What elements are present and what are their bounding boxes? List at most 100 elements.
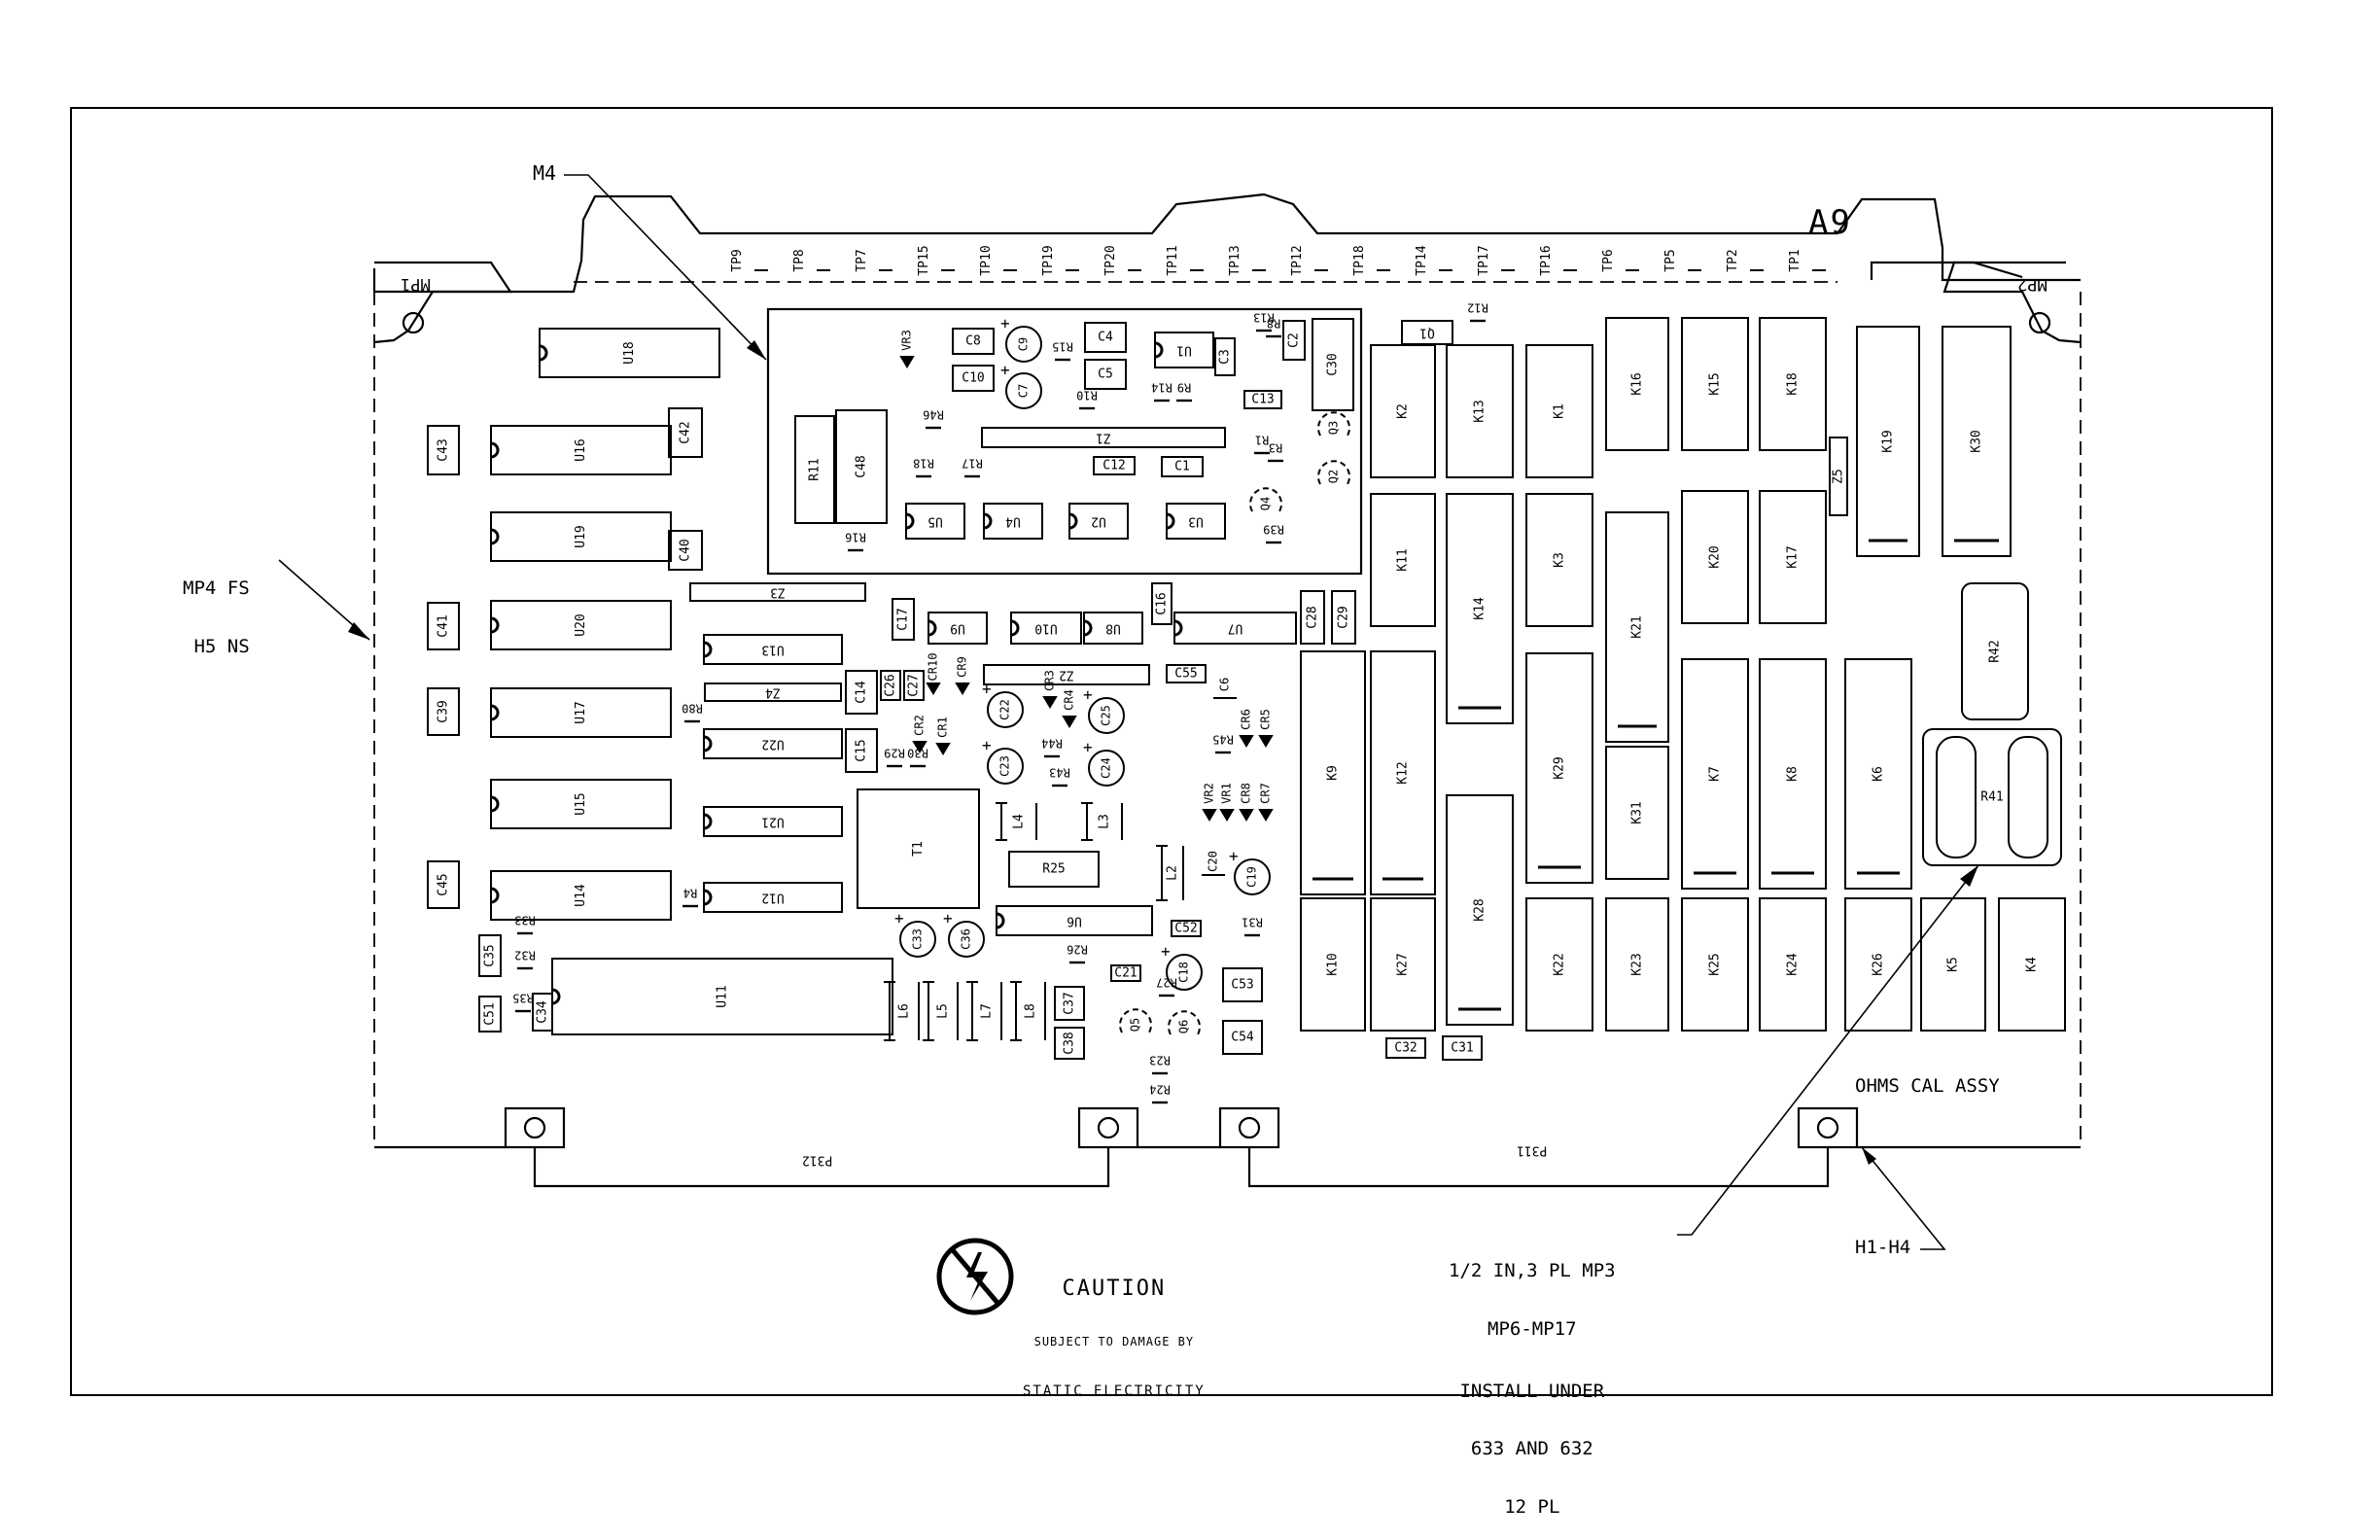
resistor-label-r13: R13 bbox=[1253, 311, 1275, 325]
test-point-tp14: TP14 bbox=[1415, 245, 1429, 275]
transistor-q2 bbox=[1317, 460, 1350, 485]
capacitor-label-c12: C12 bbox=[1102, 459, 1125, 473]
relay-label-k27: K27 bbox=[1396, 953, 1411, 975]
relay-label-k11: K11 bbox=[1396, 548, 1411, 571]
resistor-label-r32: R32 bbox=[514, 949, 536, 962]
resistor-label-r8: R8 bbox=[1267, 317, 1280, 331]
callout-mp4-line2: H5 NS bbox=[193, 635, 250, 657]
part-z1 bbox=[981, 427, 1226, 448]
part-label-z5: Z5 bbox=[1832, 469, 1846, 484]
test-point-tp15: TP15 bbox=[917, 245, 931, 275]
diode-cr8 bbox=[1239, 809, 1254, 822]
ic-notch-u22 bbox=[703, 735, 713, 752]
transistor-label-q1: Q1 bbox=[1419, 326, 1435, 340]
capacitor-label-c21: C21 bbox=[1114, 966, 1137, 981]
relay-k8 bbox=[1759, 658, 1827, 890]
ic-label-u20: U20 bbox=[574, 613, 588, 636]
ic-u15 bbox=[490, 779, 672, 829]
ic-u8 bbox=[1083, 612, 1143, 645]
assembly-name: OHMS CAL ASSY bbox=[1855, 1075, 2000, 1097]
relay-label-k8: K8 bbox=[1786, 766, 1801, 782]
inductor-l8 bbox=[1010, 981, 1046, 1041]
inductor-label-l2: L2 bbox=[1166, 865, 1180, 881]
relay-k1 bbox=[1525, 344, 1593, 478]
ic-u7 bbox=[1173, 612, 1297, 645]
diode-cr9 bbox=[955, 682, 970, 695]
capacitor-c41 bbox=[427, 602, 460, 650]
ic-u20 bbox=[490, 600, 672, 650]
resistor-label-r23: R23 bbox=[1149, 1054, 1171, 1068]
capacitor-label-c16: C16 bbox=[1155, 592, 1170, 614]
resistor-label-r4: R4 bbox=[683, 887, 697, 900]
board-outline bbox=[372, 192, 2082, 344]
hardware-line2: MP6-MP17 bbox=[1488, 1317, 1577, 1340]
hardware-line3: INSTALL UNDER bbox=[1459, 1380, 1605, 1402]
part-z5 bbox=[1829, 437, 1848, 516]
ic-label-u8: U8 bbox=[1105, 621, 1121, 636]
capacitor-c5 bbox=[1084, 359, 1127, 390]
resistor-label-r27: R27 bbox=[1156, 976, 1177, 990]
caution-text: CAUTION SUBJECT TO DAMAGE BY STATIC ELEC… bbox=[1023, 1244, 1206, 1416]
relay-label-k17: K17 bbox=[1786, 545, 1801, 568]
capacitor-label-c52: C52 bbox=[1174, 922, 1197, 936]
capacitor-label-c32: C32 bbox=[1394, 1041, 1417, 1056]
ic-u3 bbox=[1166, 503, 1226, 540]
ic-notch-u7 bbox=[1173, 619, 1183, 637]
part-label-z2: Z2 bbox=[1059, 668, 1074, 682]
relay-k20 bbox=[1681, 490, 1749, 624]
ic-label-u7: U7 bbox=[1228, 621, 1243, 636]
capacitor-c34 bbox=[532, 993, 553, 1032]
ic-label-u22: U22 bbox=[761, 737, 784, 752]
relay-k14 bbox=[1446, 493, 1514, 724]
capacitor-label-c31: C31 bbox=[1451, 1041, 1473, 1056]
ic-u18 bbox=[539, 328, 720, 378]
hardware-line5: 12 PL bbox=[1504, 1496, 1560, 1519]
diode-vr1 bbox=[1219, 809, 1235, 822]
resistor-r11 bbox=[794, 415, 835, 524]
ic-u10 bbox=[1010, 612, 1082, 645]
capacitor-c30 bbox=[1312, 318, 1354, 411]
capacitor-label-c19: C19 bbox=[1245, 866, 1259, 888]
callout-p311: P311 bbox=[1517, 1142, 1548, 1158]
drawing-frame bbox=[70, 107, 2273, 1396]
relay-label-k4: K4 bbox=[2025, 957, 2040, 972]
ic-notch-u9 bbox=[928, 619, 937, 637]
capacitor-c16 bbox=[1151, 582, 1172, 625]
capacitor-c40 bbox=[668, 530, 703, 571]
ic-label-u5: U5 bbox=[928, 514, 943, 529]
test-point-tp5: TP5 bbox=[1663, 249, 1678, 271]
ic-u17 bbox=[490, 687, 672, 738]
diode-label-cr2: CR2 bbox=[913, 715, 927, 736]
part-z2 bbox=[983, 664, 1150, 685]
capacitor-label-c55: C55 bbox=[1174, 667, 1197, 682]
ic-notch-u15 bbox=[490, 795, 500, 813]
capacitor-label-c23: C23 bbox=[998, 755, 1012, 777]
capacitor-label-c34: C34 bbox=[536, 1000, 550, 1024]
relay-label-k21: K21 bbox=[1630, 615, 1645, 638]
resistor-label-r29: R29 bbox=[884, 747, 905, 760]
board-edge-dashed bbox=[373, 281, 2082, 1147]
callout-mp4-line1: MP4 FS bbox=[183, 577, 250, 599]
capacitor-c33 bbox=[899, 921, 936, 958]
capacitor-polarity-c9: + bbox=[1000, 314, 1010, 332]
capacitor-c29 bbox=[1331, 590, 1356, 645]
resistor-label-r45: R45 bbox=[1212, 733, 1234, 747]
callout-leaders bbox=[278, 174, 1979, 1250]
ic-label-u19: U19 bbox=[574, 525, 588, 547]
relay-k12 bbox=[1370, 650, 1436, 895]
capacitor-label-c4: C4 bbox=[1098, 331, 1113, 345]
capacitor-polarity-c19: + bbox=[1229, 847, 1239, 865]
capacitor-c9 bbox=[1005, 326, 1042, 363]
inductor-label-l6: L6 bbox=[897, 1003, 912, 1019]
capacitor-c52 bbox=[1171, 920, 1202, 937]
ic-u13 bbox=[703, 634, 843, 665]
capacitor-label-c2: C2 bbox=[1287, 332, 1302, 348]
relay-label-k16: K16 bbox=[1630, 372, 1645, 395]
ic-u21 bbox=[703, 806, 843, 837]
ic-u4 bbox=[983, 503, 1043, 540]
capacitor-c8 bbox=[952, 328, 995, 355]
assembly-id: A9 bbox=[1808, 203, 1852, 242]
relay-label-k6: K6 bbox=[1872, 766, 1886, 782]
capacitor-c26 bbox=[880, 670, 901, 701]
